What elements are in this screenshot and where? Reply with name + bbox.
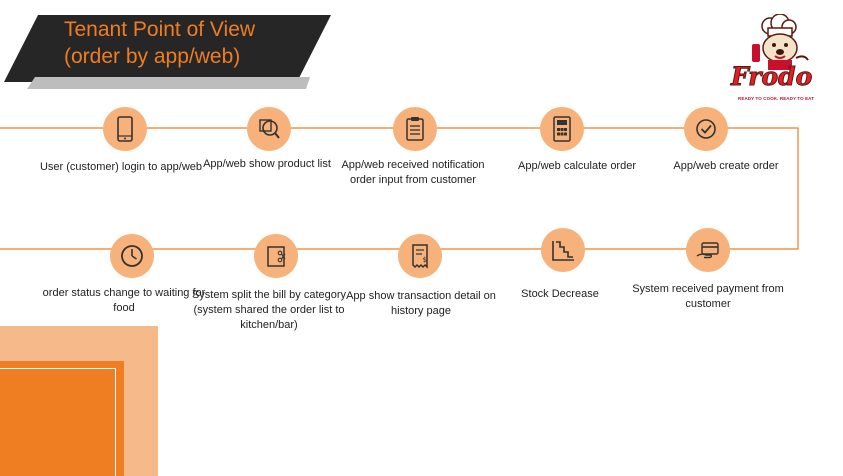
- step-stock-label: Stock Decrease: [521, 288, 599, 300]
- receipt-icon: $: [412, 244, 428, 269]
- step-payment-circle: [686, 228, 730, 272]
- step-history-label: App show transaction detail on history p…: [346, 290, 496, 317]
- split-bill-icon: [267, 246, 286, 267]
- logo-tagline: READY TO COOK. READY TO EAT: [738, 96, 815, 101]
- step-product-list-label: App/web show product list: [203, 158, 331, 170]
- title-banner: [4, 15, 331, 82]
- corner-decoration-dark: [0, 361, 124, 476]
- step-split-bill-circle: [254, 234, 298, 278]
- product-search-icon: [259, 119, 280, 139]
- clipboard-icon: [406, 117, 424, 141]
- step-create-order-label: App/web create order: [673, 160, 779, 172]
- step-waiting-label: order status change to waiting for food: [42, 287, 206, 314]
- step-payment-label: System received payment from customer: [632, 283, 784, 310]
- step-stock-circle: [541, 228, 585, 272]
- stock-decrease-icon: [552, 241, 574, 261]
- step-calculate-circle: [540, 107, 584, 151]
- step-calculate-label: App/web calculate order: [517, 160, 636, 172]
- step-login-label: User (customer) login to app/web: [39, 161, 202, 173]
- phone-icon: [117, 116, 133, 142]
- title-banner-shadow: [27, 77, 310, 89]
- corner-decoration-outline: [0, 368, 116, 476]
- chef-mascot-icon: [752, 14, 809, 70]
- step-waiting-circle: [110, 234, 154, 278]
- step-product-list-circle: [247, 107, 291, 151]
- step-split-bill-label: System split the bill by category (syste…: [191, 289, 347, 331]
- step-login-circle: [103, 107, 147, 151]
- step-notification-label: App/web received notification order inpu…: [341, 159, 485, 186]
- card-payment-icon: [696, 242, 719, 259]
- step-notification-circle: [393, 107, 437, 151]
- clock-icon: [121, 245, 143, 267]
- page-title-line2: (order by app/web): [64, 45, 241, 68]
- page-title-line1: Tenant Point of View: [64, 18, 256, 41]
- page-title: Tenant Point of View (order by app/web): [64, 16, 255, 70]
- step-create-order-circle: [684, 107, 728, 151]
- checkmark-icon: [696, 119, 716, 139]
- svg-text:$: $: [423, 256, 427, 264]
- logo-wordmark: Frodo: [730, 62, 813, 92]
- step-history-circle: $: [398, 234, 442, 278]
- calculator-icon: [553, 116, 571, 142]
